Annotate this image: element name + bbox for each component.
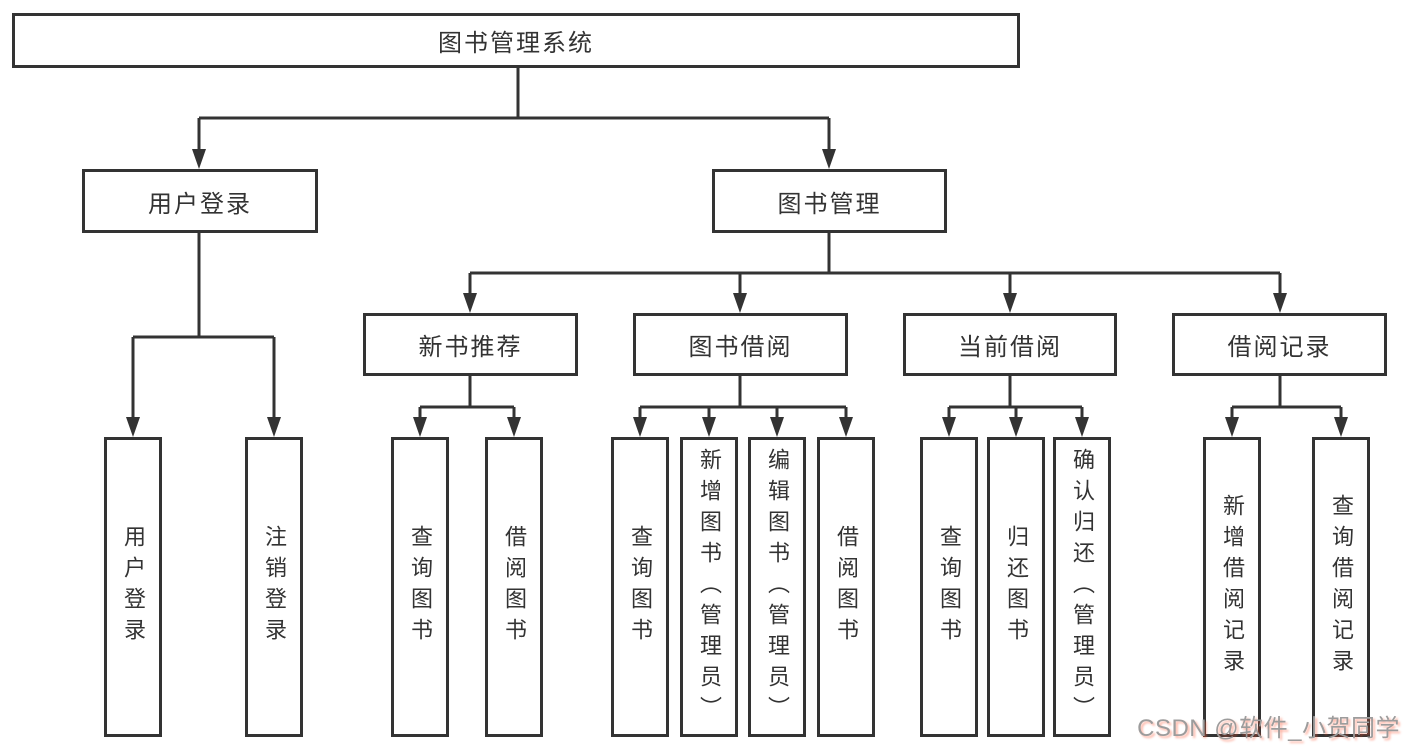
leaf-borrow-query: 查询图书 — [611, 437, 669, 737]
leaf-current-confirm-label: 确认归还（管理员） — [1070, 447, 1095, 727]
leaf-records-query: 查询借阅记录 — [1312, 437, 1370, 737]
connector-borrowrecords-to-leaves — [1230, 376, 1343, 420]
node-new-books: 新书推荐 — [363, 313, 578, 376]
leaf-newbooks-query: 查询图书 — [391, 437, 449, 737]
node-book-mgmt-label: 图书管理 — [777, 190, 882, 218]
leaf-records-add: 新增借阅记录 — [1203, 437, 1261, 737]
arrowheads-borrowrecords-leaves — [1225, 417, 1348, 437]
node-root-label: 图书管理系统 — [438, 30, 594, 57]
connector-bookmgmt-to-level3 — [468, 233, 1282, 296]
csdn-watermark: CSDN @软件_小贺同学 — [1137, 715, 1400, 742]
node-borrow-records-label: 借阅记录 — [1227, 334, 1332, 361]
connector-newbooks-to-leaves — [418, 376, 516, 420]
leaf-current-query: 查询图书 — [920, 437, 978, 737]
connector-root-to-level2 — [197, 68, 831, 152]
arrowheads-level3 — [463, 293, 1287, 313]
arrowheads-newbooks-leaves — [413, 417, 521, 437]
leaf-current-return: 归还图书 — [987, 437, 1045, 737]
leaf-user-login: 用户登录 — [104, 437, 162, 737]
node-current-borrow-label: 当前借阅 — [958, 334, 1062, 361]
node-current-borrow: 当前借阅 — [903, 313, 1117, 376]
node-book-borrow-label: 图书借阅 — [688, 334, 793, 361]
node-book-mgmt: 图书管理 — [712, 169, 947, 233]
leaf-borrow-query-label: 查询图书 — [628, 525, 653, 649]
node-root: 图书管理系统 — [12, 13, 1020, 68]
leaf-records-add-label: 新增借阅记录 — [1220, 494, 1245, 680]
leaf-borrow-borrow: 借阅图书 — [817, 437, 875, 737]
connector-bookborrow-to-leaves — [638, 376, 848, 420]
leaf-records-query-label: 查询借阅记录 — [1329, 494, 1354, 680]
connector-userlogin-to-leaves — [131, 233, 276, 420]
leaf-newbooks-borrow-label: 借阅图书 — [502, 525, 527, 649]
leaf-current-confirm: 确认归还（管理员） — [1053, 437, 1111, 737]
leaf-borrow-edit: 编辑图书（管理员） — [748, 437, 806, 737]
leaf-current-return-label: 归还图书 — [1004, 525, 1029, 649]
leaf-current-query-label: 查询图书 — [937, 525, 962, 649]
node-user-login-label: 用户登录 — [148, 190, 252, 218]
leaf-borrow-edit-label: 编辑图书（管理员） — [765, 447, 790, 727]
leaf-user-login-label: 用户登录 — [121, 525, 146, 649]
leaf-logout-label: 注销登录 — [262, 525, 287, 649]
leaf-borrow-borrow-label: 借阅图书 — [834, 525, 859, 649]
connector-currentborrow-to-leaves — [947, 376, 1084, 420]
arrowheads-currentborrow-leaves — [942, 417, 1089, 437]
arrowheads-bookborrow-leaves — [633, 417, 853, 437]
leaf-borrow-add: 新增图书（管理员） — [680, 437, 738, 737]
leaf-newbooks-borrow: 借阅图书 — [485, 437, 543, 737]
arrowheads-level2 — [192, 149, 836, 169]
node-new-books-label: 新书推荐 — [418, 334, 523, 361]
node-borrow-records: 借阅记录 — [1172, 313, 1387, 376]
arrowheads-userlogin-leaves — [126, 417, 281, 437]
leaf-newbooks-query-label: 查询图书 — [408, 525, 433, 649]
node-book-borrow: 图书借阅 — [633, 313, 848, 376]
node-user-login: 用户登录 — [82, 169, 318, 233]
leaf-borrow-add-label: 新增图书（管理员） — [697, 447, 722, 727]
leaf-logout: 注销登录 — [245, 437, 303, 737]
